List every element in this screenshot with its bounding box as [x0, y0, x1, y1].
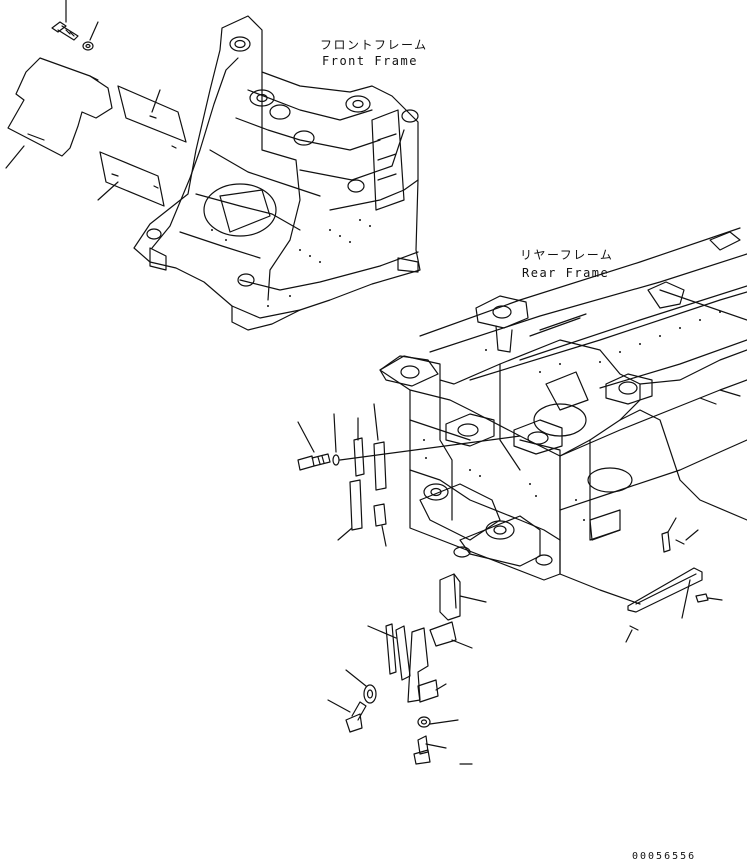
front-frame: [134, 16, 420, 330]
front-frame-label-en: Front Frame: [322, 54, 418, 68]
rear-frame-label-jp: リヤーフレーム: [520, 248, 614, 262]
rear-frame: [380, 228, 747, 604]
front-frame-label-jp: フロントフレーム: [320, 38, 428, 52]
rear-frame-label-en: Rear Frame: [522, 266, 610, 280]
rear-frame-parts: [298, 404, 722, 764]
drawing-code: 00056556: [632, 851, 697, 862]
front-frame-parts: [6, 0, 186, 206]
